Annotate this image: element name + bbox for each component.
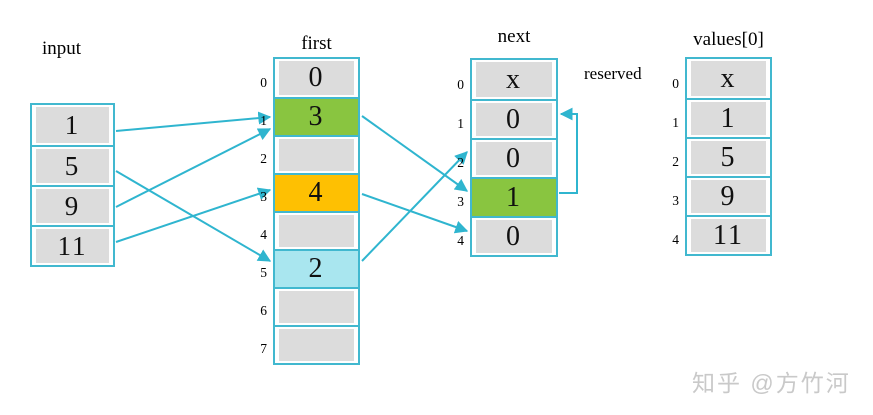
- values-cell-2: 2 5: [672, 137, 770, 176]
- values-cell-1: 1 1: [672, 98, 770, 137]
- cell-value: 0: [506, 142, 522, 174]
- input-cell-2: 9: [32, 185, 113, 225]
- cell-fill: [691, 102, 766, 135]
- cell-index: 4: [457, 233, 464, 248]
- next-cell-2: 2 0: [457, 138, 556, 177]
- cell-value: 1: [506, 181, 522, 213]
- cell-fill: [472, 179, 556, 216]
- cell-index: 1: [260, 113, 267, 128]
- cell-fill: [275, 99, 358, 135]
- cell-index: 1: [457, 116, 464, 131]
- values-array: 0 x 1 1 2 5 3 9 4 11: [672, 57, 772, 256]
- cell-value: x: [506, 63, 522, 95]
- cell-index: 0: [672, 76, 679, 91]
- cell-value: 9: [64, 190, 81, 221]
- next-cell-4: 4 0: [457, 216, 556, 255]
- first-cell-1: 1 3: [260, 97, 358, 135]
- next-cell-3: 3 1: [457, 177, 556, 216]
- input-array-title: input: [42, 38, 82, 59]
- cell-index: 2: [260, 151, 267, 166]
- cell-index: 4: [672, 232, 679, 247]
- arrow-input-1-to-first-1: [115, 111, 272, 132]
- cell-fill: [691, 219, 766, 252]
- input-cell-0: 1: [32, 105, 113, 145]
- first-cell-4: 4: [260, 211, 358, 249]
- cell-value: 11: [713, 219, 744, 251]
- cell-fill: [36, 107, 109, 143]
- cell-fill: [36, 229, 109, 263]
- arrow-first-3-to-next-4: [361, 193, 469, 234]
- cell-value: 0: [308, 62, 325, 93]
- cell-fill: [476, 220, 552, 253]
- cell-index: 5: [260, 265, 267, 280]
- cell-fill: [691, 61, 766, 96]
- cell-fill: [691, 180, 766, 213]
- cell-index: 4: [260, 227, 267, 242]
- arrow-input-5-to-first-5: [115, 170, 272, 262]
- cell-fill: [279, 329, 354, 361]
- first-array-title: first: [301, 33, 332, 54]
- cell-value: x: [720, 62, 737, 94]
- values-cell-3: 3 9: [672, 176, 770, 215]
- cell-index: 1: [672, 115, 679, 130]
- cell-fill: [275, 175, 358, 211]
- cell-fill: [691, 141, 766, 174]
- arrow-input-9-to-first-1: [115, 128, 272, 208]
- cell-value: 2: [308, 253, 325, 284]
- cell-index: 3: [457, 194, 464, 209]
- cell-index: 3: [260, 189, 267, 204]
- first-cell-5: 5 2: [260, 249, 358, 287]
- cell-index: 0: [457, 77, 464, 92]
- cell-index: 2: [457, 155, 464, 170]
- watermark: 知乎 @方竹河: [692, 370, 851, 396]
- first-array: 0 0 1 3 2 3 4 4 5 2 6: [260, 57, 360, 365]
- cell-value: 0: [506, 220, 522, 252]
- cell-fill: [476, 142, 552, 175]
- cell-value: 1: [64, 109, 81, 140]
- cell-index: 7: [260, 341, 267, 356]
- next-cell-0: 0 x: [457, 60, 556, 99]
- arrow-first-5-to-next-2: [361, 151, 468, 262]
- first-cell-6: 6: [260, 287, 358, 325]
- cell-fill: [275, 251, 358, 287]
- input-cell-1: 5: [32, 145, 113, 185]
- cell-fill: [476, 103, 552, 136]
- cell-value: 5: [64, 150, 81, 181]
- arrow-input-11-to-first-3: [115, 187, 272, 243]
- cell-index: 6: [260, 303, 267, 318]
- next-array-title: next: [497, 26, 531, 47]
- values-cell-4: 4 11: [672, 215, 770, 254]
- arrow-first-1-to-next-3: [361, 115, 469, 192]
- arrow-next-3-to-next-1: [559, 107, 578, 194]
- cell-index: 0: [260, 75, 267, 90]
- cell-fill: [36, 189, 109, 223]
- cell-fill: [279, 61, 354, 95]
- cell-value: 4: [308, 177, 325, 208]
- cell-fill: [279, 215, 354, 247]
- next-array: 0 x 1 0 2 0 3 1 4 0: [457, 58, 558, 257]
- input-cell-3: 11: [32, 225, 113, 265]
- cell-value: 3: [308, 101, 325, 132]
- cell-fill: [279, 291, 354, 323]
- values-cell-0: 0 x: [672, 59, 770, 98]
- first-cell-0: 0 0: [260, 59, 358, 97]
- input-array: 1 5 9 11: [30, 103, 115, 267]
- cell-value: 1: [720, 102, 737, 134]
- cell-fill: [279, 139, 354, 171]
- cell-value: 5: [720, 141, 737, 173]
- first-cell-7: 7: [260, 325, 358, 363]
- cell-fill: [36, 149, 109, 183]
- values-array-title: values[0]: [693, 29, 764, 50]
- first-cell-2: 2: [260, 135, 358, 173]
- cell-value: 0: [506, 103, 522, 135]
- cell-value: 9: [720, 180, 737, 212]
- cell-value: 11: [57, 230, 88, 261]
- reserved-label: reserved: [584, 64, 642, 83]
- cell-fill: [476, 62, 552, 97]
- first-cell-3: 3 4: [260, 173, 358, 211]
- cell-index: 2: [672, 154, 679, 169]
- next-cell-1: 1 0: [457, 99, 556, 138]
- cell-index: 3: [672, 193, 679, 208]
